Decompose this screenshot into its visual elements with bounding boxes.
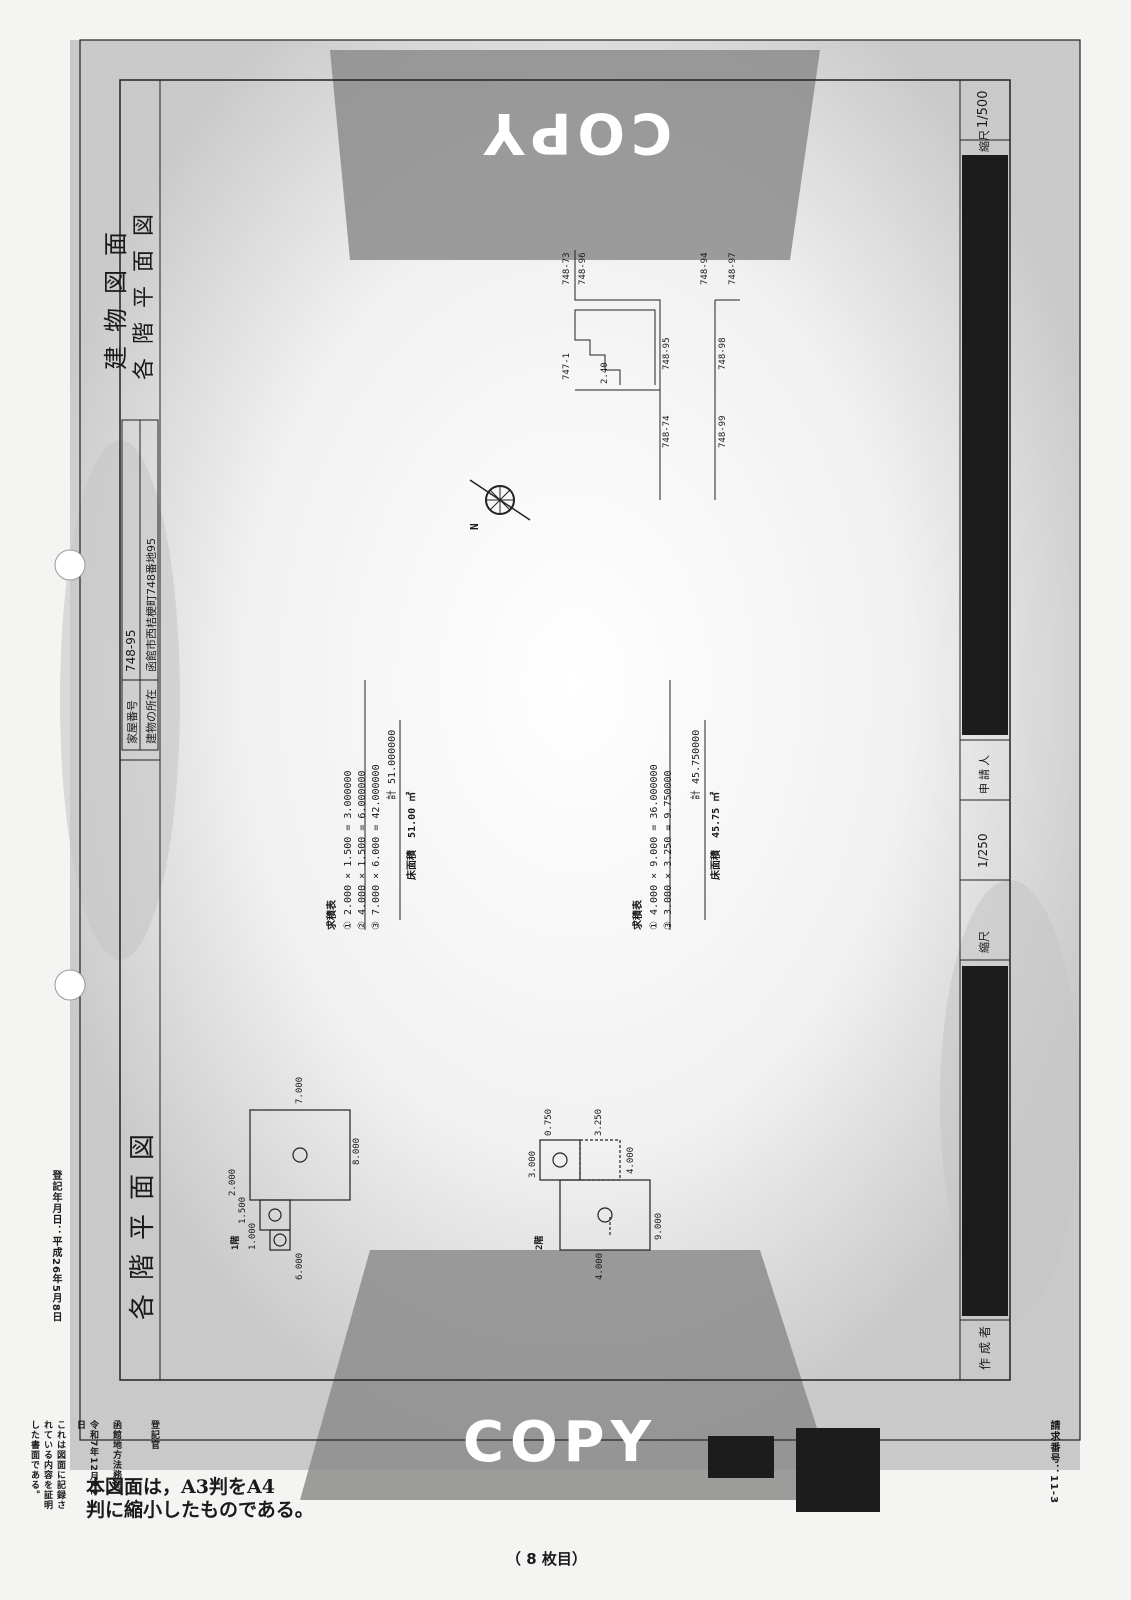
floor1-dim: 7.000 [295, 1076, 305, 1104]
floor2-dim: 4.000 [626, 1146, 636, 1174]
floor2-dim: 0.750 [544, 1108, 554, 1136]
floor2-plan [539, 1139, 651, 1251]
floor1-dim: 2.000 [228, 1168, 238, 1196]
lot-label: 748-73 [562, 252, 572, 285]
section-title: 各階平面図 [128, 1119, 158, 1320]
floor2-total: 計 45.750000 [691, 729, 702, 800]
floor1-dim: 1.500 [238, 1196, 248, 1224]
floor2-calc-label: 求積表 [633, 900, 644, 930]
house-no-value: 748-95 [124, 629, 138, 672]
redaction-applicant [962, 155, 1008, 735]
floor1-calc-label: 求積表 [327, 900, 338, 930]
floor2-calc-row: ③ 3.000 × 3.250 = 9.750000 [663, 770, 674, 930]
lot-label: 748-99 [718, 415, 728, 448]
floor1-calc-row: ③ 7.000 × 6.000 = 42.000000 [371, 764, 382, 930]
applicant-label: 申請人 [978, 752, 991, 794]
floor1-dim: 6.000 [295, 1252, 305, 1280]
site-dim: 2.40 [600, 362, 610, 384]
floor1-floor-area: 床面積 51.00 ㎡ [407, 791, 418, 880]
floor1-dim: 1.000 [248, 1222, 258, 1250]
creator-label: 作成者 [978, 1321, 992, 1370]
lot-label: 748-96 [578, 252, 588, 285]
issue-date: 令和7年12月12日 [75, 1420, 98, 1497]
scale-label: 縮尺 [978, 931, 991, 953]
scale-plan: 1/250 [976, 833, 990, 868]
lot-label: 748-95 [662, 337, 672, 370]
certification-text: これは図面に記録されている内容を証明した書面である。 [29, 1420, 65, 1510]
location-label: 建物の所在 [145, 689, 158, 744]
scale-label: 縮尺 [978, 130, 991, 152]
lot-label: 748-98 [718, 337, 728, 370]
house-no-label: 家屋番号 [126, 700, 139, 744]
plan-lines [119, 79, 1011, 1381]
redaction-seal-small [708, 1436, 774, 1478]
watermark-bottom: COPY [462, 1410, 658, 1475]
redaction-seal [796, 1428, 880, 1512]
floor2-dim: 3.250 [594, 1108, 604, 1136]
floor2-calc-row: ① 4.000 × 9.000 = 36.000000 [649, 764, 660, 930]
floor1-label: 1階 [231, 1235, 241, 1250]
office-name: 函館地方法務局 [111, 1420, 121, 1490]
registration-date: 登記年月日：平成26年5月8日 [50, 1170, 61, 1323]
lot-label: 748-97 [728, 252, 738, 285]
floor1-calc-row: ① 2.000 × 1.500 = 3.000000 [343, 770, 354, 930]
lot-label: 747-1 [562, 352, 572, 380]
certification-block: これは図面に記録されている内容を証明した書面である。 令和7年12月12日 函館… [28, 1420, 208, 1510]
redaction-creator [962, 966, 1008, 1316]
building-plan-drawing: 各階平面図 家屋番号 748-95 建物の所在 函館市西桔梗町748番地95 建… [100, 60, 1030, 1400]
site-plan [574, 250, 740, 500]
floor1-dim: 8.000 [352, 1137, 362, 1165]
floor2-floor-area: 床面積 45.75 ㎡ [711, 791, 722, 880]
floor2-dim: 4.000 [595, 1252, 605, 1280]
doc-subtitle: 各階平面図 [132, 199, 157, 380]
location-value: 函館市西桔梗町748番地95 [145, 538, 158, 672]
floor1-calc-row: ② 4.000 × 1.500 = 6.000000 [357, 770, 368, 930]
north-label: N [468, 523, 481, 530]
floor1-plan [249, 1109, 351, 1251]
lot-label: 748-74 [662, 415, 672, 448]
page-count: （ 8 枚目） [506, 1550, 587, 1568]
floor2-label: 2階 [535, 1235, 545, 1250]
north-arrow-icon [469, 479, 531, 521]
lot-label: 748-94 [700, 252, 710, 285]
floor1-total: 計 51.000000 [387, 729, 398, 800]
floor2-dim: 9.000 [654, 1212, 664, 1240]
request-number: 請求番号：11-3 [1048, 1420, 1059, 1505]
reduction-note: 本図面は，A3判をA4 判に縮小したものである。 [86, 1476, 314, 1521]
floor2-dim: 3.000 [528, 1150, 538, 1178]
scale-site: 1/500 [976, 90, 991, 128]
registrar-label: 登記官 [149, 1420, 159, 1450]
